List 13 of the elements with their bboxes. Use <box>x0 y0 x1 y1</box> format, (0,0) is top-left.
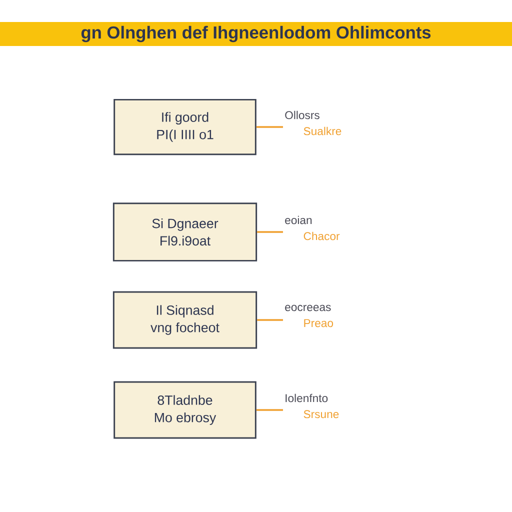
side-label: eocreeas Preao <box>285 304 334 328</box>
side-label: Ollosrs Sualkre <box>285 110 342 136</box>
side-label: Iolenfnto Srsune <box>286 394 339 418</box>
connector-line <box>256 409 283 411</box>
text-box: Il Siqnasd vng focheot <box>112 291 258 349</box>
text-box: Ifi goord PI(I IIII o1 <box>114 98 256 156</box>
title-banner: gn Olnghen def Ihgneenlodom Ohlimconts <box>0 22 512 46</box>
connector-line <box>257 319 283 321</box>
connector-line <box>257 231 283 233</box>
text-box: 8Tladnbe Mo ebrosy <box>114 381 256 439</box>
connector-line <box>256 126 283 128</box>
text-box: Si Dgnaeer Fl9.i9oat <box>112 202 258 262</box>
side-label: eoian Chacor <box>285 216 340 240</box>
